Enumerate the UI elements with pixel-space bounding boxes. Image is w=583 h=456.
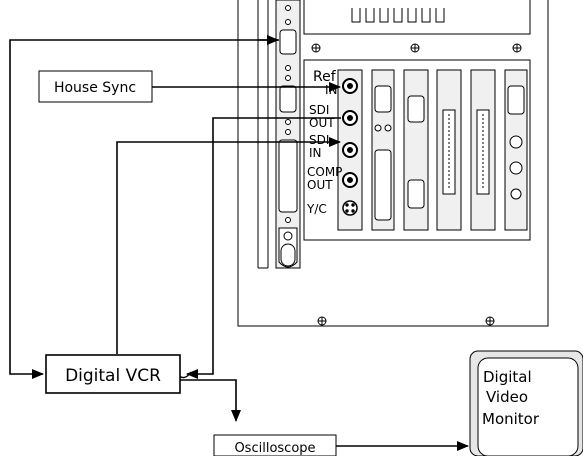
sdi-out-label-2: OUT [309, 116, 335, 130]
svg-text:Oscilloscope: Oscilloscope [234, 441, 315, 456]
sdi-in-label-1: SDI [309, 133, 329, 147]
ref-label: Ref [313, 69, 337, 85]
rear-io-ports [278, 5, 298, 268]
drive-bays [351, 8, 445, 23]
svg-text:Monitor: Monitor [482, 410, 540, 428]
comp-label-2: OUT [307, 178, 333, 192]
digital-video-monitor: Digital Video Monitor [469, 350, 583, 456]
cables [9, 39, 469, 451]
comp-label-1: COMP [307, 165, 342, 179]
screw-marks [311, 43, 522, 326]
yc-connector [342, 200, 358, 216]
vcr-sdi-out-to-workstation-in [116, 137, 341, 354]
oscilloscope-box: Oscilloscope [213, 434, 337, 456]
ref-in-label: IN [325, 83, 338, 97]
svg-text:Video: Video [486, 388, 528, 406]
svg-text:House Sync: House Sync [54, 80, 136, 96]
house-sync-box: House Sync [38, 70, 153, 103]
workstation-to-vcr-loop [9, 39, 279, 379]
sdi-out-label-1: SDI [309, 103, 329, 117]
video-io-card [337, 69, 363, 231]
port-labels: Ref IN SDI OUT SDI IN COMP OUT Y/C [306, 69, 342, 216]
svg-text:Digital VCR: Digital VCR [65, 366, 161, 386]
workstation-sdi-out-to-vcr-in [186, 117, 341, 379]
svg-text:Digital: Digital [483, 368, 532, 386]
expansion-cards [371, 69, 528, 231]
sdi-in-label-2: IN [309, 146, 322, 160]
yc-label: Y/C [306, 202, 327, 216]
digital-vcr-box: Digital VCR [45, 354, 181, 394]
